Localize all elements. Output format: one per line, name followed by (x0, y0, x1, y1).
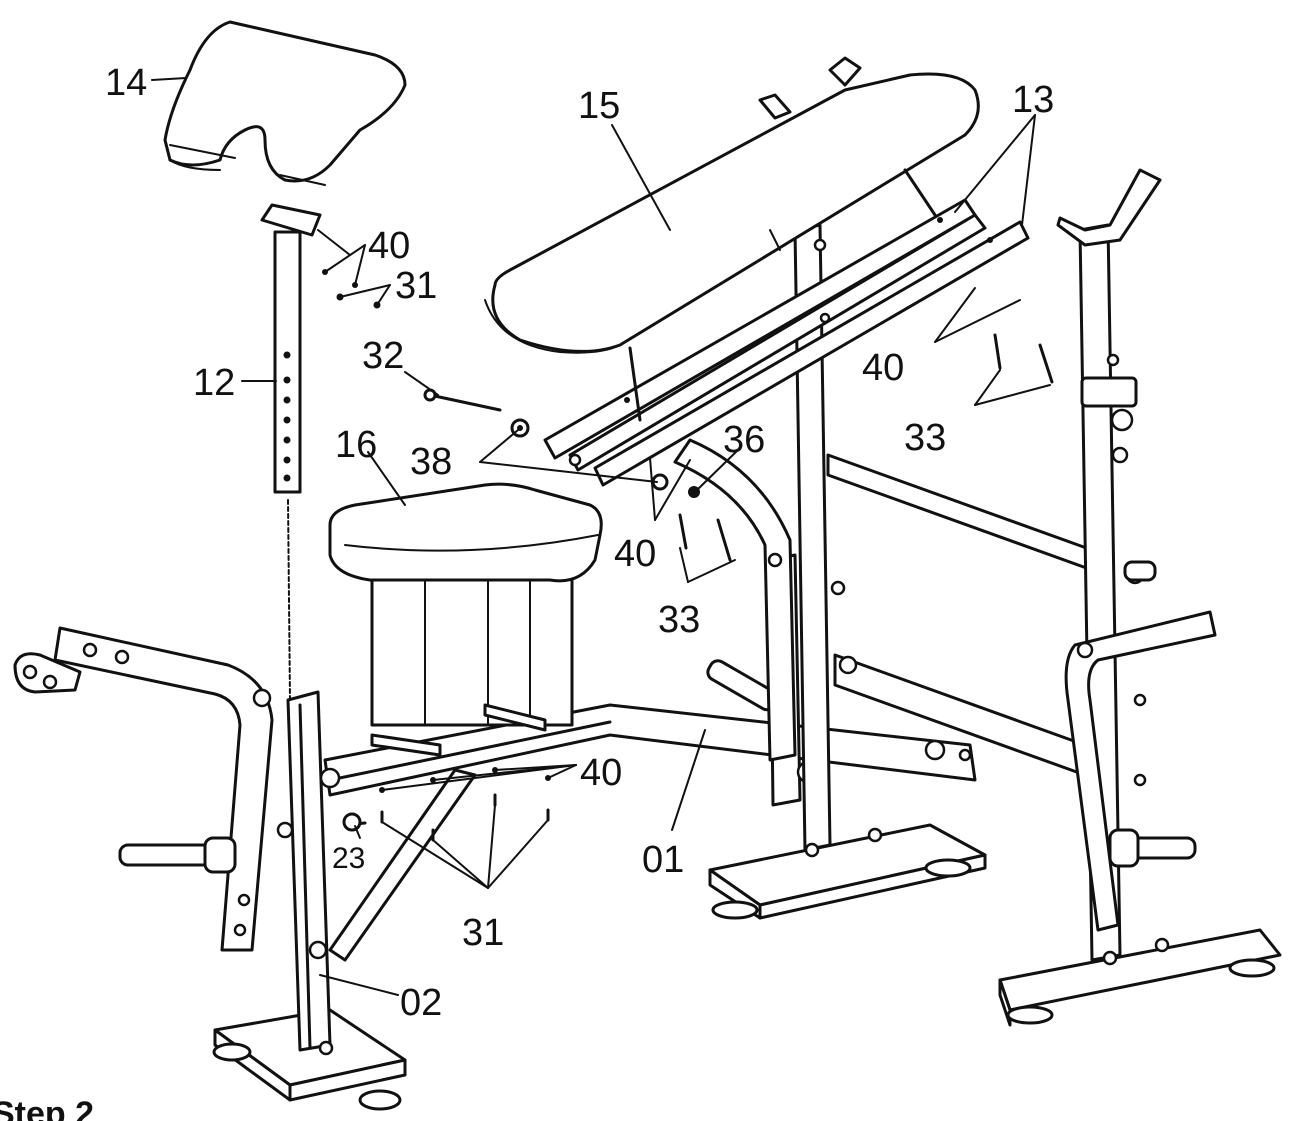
label-part-31-bottom: 31 (462, 912, 504, 954)
label-part-40-bottom: 40 (580, 752, 622, 794)
label-part-23: 23 (332, 842, 365, 875)
label-part-40-mid: 40 (614, 533, 656, 575)
pad-rails (543, 198, 1030, 487)
label-part-02: 02 (400, 982, 442, 1024)
label-part-36: 36 (723, 419, 765, 461)
label-part-32: 32 (362, 335, 404, 377)
arm-pad (484, 72, 980, 422)
part-labels: 14 15 13 40 31 12 32 40 33 16 38 36 40 3… (0, 62, 1054, 1121)
step-caption: Step 2 (0, 1095, 94, 1121)
label-part-14: 14 (105, 62, 147, 104)
label-part-16: 16 (335, 424, 377, 466)
label-part-13: 13 (1012, 79, 1054, 121)
label-part-33-mid: 33 (658, 599, 700, 641)
pad-support-arm (673, 56, 862, 762)
leader-lines (151, 77, 1051, 996)
label-part-15: 15 (578, 85, 620, 127)
top-post (260, 203, 322, 701)
seat-pad (328, 482, 603, 757)
label-part-12: 12 (193, 362, 235, 404)
label-part-01: 01 (642, 839, 684, 881)
top-pad (163, 20, 407, 186)
fasteners (322, 269, 1054, 842)
right-rack-frame (708, 168, 1282, 1027)
label-part-40-right: 40 (862, 347, 904, 389)
label-part-31-top: 31 (395, 265, 437, 307)
label-part-38: 38 (410, 441, 452, 483)
label-part-40-top: 40 (368, 225, 410, 267)
label-part-33-right: 33 (904, 417, 946, 459)
left-upright-frame (13, 626, 477, 1111)
